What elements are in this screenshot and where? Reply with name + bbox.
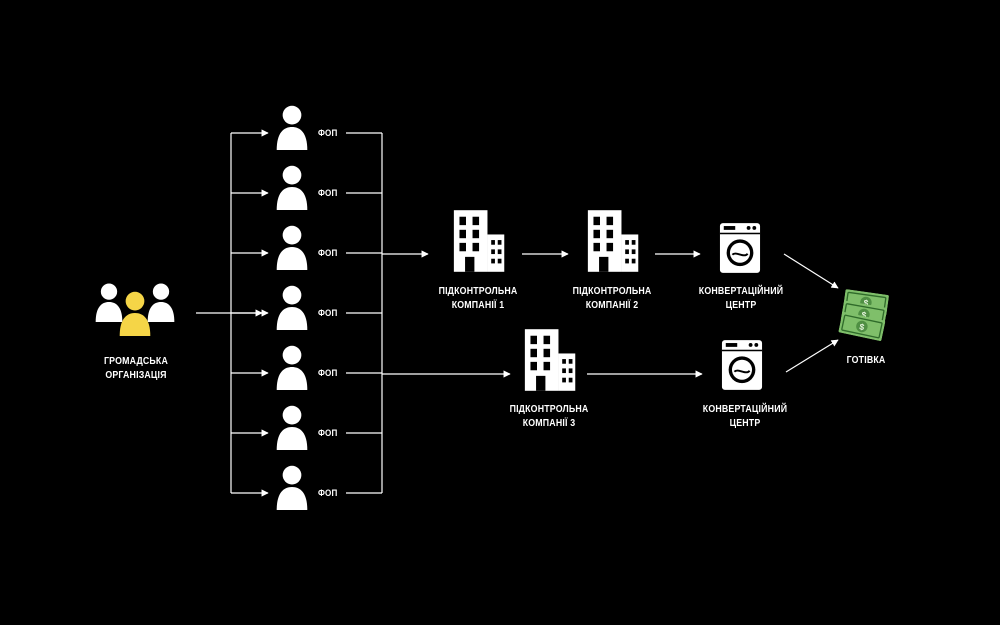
money-stack-icon [838, 289, 890, 342]
fop-label: ФОП [318, 248, 338, 259]
conversion1-to-cash-arrow [783, 253, 839, 289]
company1-label-line2: КОМПАНІЇ 1 [451, 300, 505, 311]
fop-label: ФОП [318, 128, 338, 139]
conversion2-label-line2: ЦЕНТР [729, 418, 761, 429]
conversion1-washing-machine-icon [719, 222, 761, 274]
fop-label: ФОП [318, 308, 338, 319]
organization-label-line2: ОРГАНІЗАЦІЯ [105, 370, 167, 381]
company2-label-line2: КОМПАНІЇ 2 [585, 300, 639, 311]
flow-arrows [382, 250, 839, 378]
company3-buildings-icon [524, 329, 576, 391]
conversion1-label-line2: ЦЕНТР [725, 300, 757, 311]
person-icon [276, 345, 308, 390]
cash-label: ГОТІВКА [846, 355, 886, 366]
company3-label: ПІДКОНТРОЛЬНА КОМПАНІЇ 3 [487, 403, 610, 431]
conversion2-label-line1: КОНВЕРТАЦІЙНИЙ [702, 404, 788, 415]
company1-label: ПІДКОНТРОЛЬНА КОМПАНІЇ 1 [416, 285, 539, 313]
company2-label-line1: ПІДКОНТРОЛЬНА [572, 286, 652, 297]
person-icon [276, 285, 308, 330]
organization-label-line1: ГРОМАДСЬКА [103, 356, 169, 367]
company2-buildings-icon [587, 210, 639, 272]
conversion1-label-line1: КОНВЕРТАЦІЙНИЙ [698, 286, 784, 297]
people-group-icon [95, 283, 175, 336]
organization-label: ГРОМАДСЬКА ОРГАНІЗАЦІЯ [74, 355, 197, 383]
conversion2-washing-machine-icon [721, 339, 763, 391]
person-icon [276, 405, 308, 450]
fop-label: ФОП [318, 428, 338, 439]
person-icon [276, 225, 308, 270]
conversion2-to-cash-arrow [785, 339, 839, 373]
company3-label-line2: КОМПАНІЇ 3 [522, 418, 576, 429]
conversion2-label: КОНВЕРТАЦІЙНИЙ ЦЕНТР [683, 403, 806, 431]
fop-label: ФОП [318, 488, 338, 499]
conversion1-label: КОНВЕРТАЦІЙНИЙ ЦЕНТР [679, 285, 802, 313]
person-icon [276, 165, 308, 210]
person-icon [276, 465, 308, 510]
fop-label: ФОП [318, 368, 338, 379]
company1-label-line1: ПІДКОНТРОЛЬНА [438, 286, 518, 297]
company3-label-line1: ПІДКОНТРОЛЬНА [509, 404, 589, 415]
fop-label: ФОП [318, 188, 338, 199]
company2-label: ПІДКОНТРОЛЬНА КОМПАНІЇ 2 [550, 285, 673, 313]
fop-column [231, 105, 382, 510]
company1-buildings-icon [453, 210, 505, 272]
person-icon [276, 105, 308, 150]
